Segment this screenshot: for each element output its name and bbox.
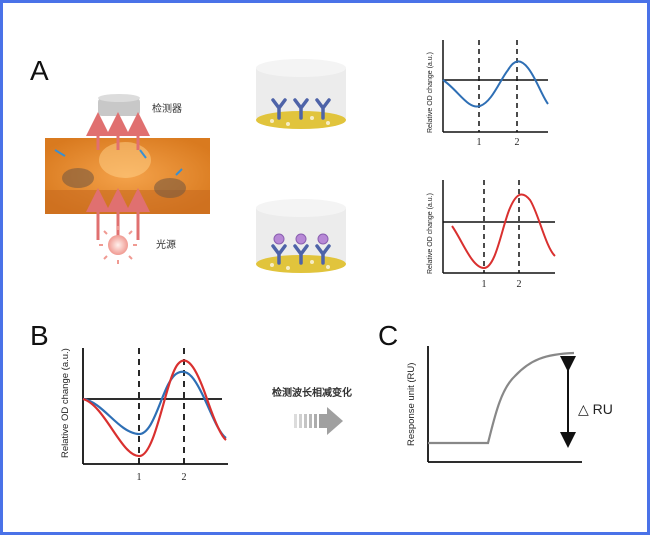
chart-b: 1 2 Relative OD change (a.u.): [60, 348, 228, 483]
chart-b-series-blue: [82, 370, 227, 439]
panel-c-letter: C: [378, 320, 398, 351]
chart-c: △ RU Response unit (RU): [406, 346, 613, 463]
well-antibody-icon: [256, 59, 346, 129]
detector-icon: [98, 94, 140, 116]
chart-b-tick-2: 2: [182, 472, 187, 483]
chart-a-bottom-tick-1: 1: [482, 279, 487, 290]
delta-ru-label: △ RU: [578, 401, 613, 417]
light-arrows: [86, 112, 150, 240]
chart-c-series: [428, 351, 575, 445]
panel-b-letter: B: [30, 320, 49, 351]
chart-c-ylabel: Response unit (RU): [406, 363, 417, 446]
arrow-caption: 检测波长相减变化: [272, 386, 352, 399]
chart-a-top-tick-1: 1: [477, 137, 482, 148]
chart-a-top-ylabel: Relative OD change (a.u.): [427, 52, 434, 133]
chart-a-top-series-blue: [442, 60, 549, 108]
detector-label: 检测器: [152, 102, 182, 115]
chart-a-bottom-series-red: [451, 193, 556, 270]
chart-b-tick-1: 1: [137, 472, 142, 483]
chart-a-bottom: 1 2 Relative OD change (a.u.): [427, 180, 556, 290]
right-arrow-icon: [294, 407, 343, 435]
light-source-icon: [99, 226, 137, 264]
chart-a-bottom-ylabel: Relative OD change (a.u.): [427, 193, 434, 274]
source-label: 光源: [156, 238, 176, 251]
sensor-chip-image: [45, 138, 210, 214]
chart-a-top-tick-2: 2: [515, 137, 520, 148]
chart-a-top: 1 2 Relative OD change (a.u.): [427, 40, 549, 148]
chart-b-series-red: [82, 359, 227, 458]
chart-b-ylabel: Relative OD change (a.u.): [60, 348, 71, 458]
well-antigen-icon: [256, 199, 346, 273]
chart-a-bottom-tick-2: 2: [517, 279, 522, 290]
panel-a-letter: A: [30, 55, 49, 86]
